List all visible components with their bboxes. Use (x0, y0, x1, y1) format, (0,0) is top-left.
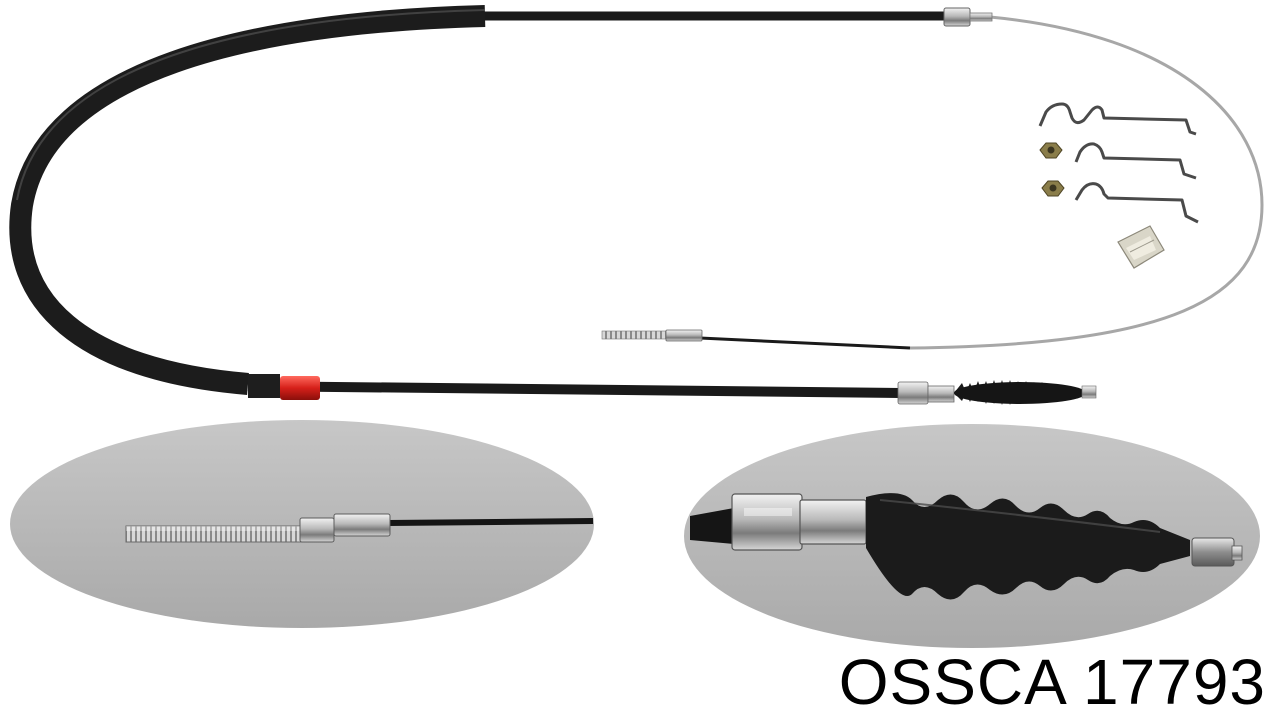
spring-clip-2 (1074, 142, 1197, 180)
crimp-sleeve-2 (333, 513, 391, 537)
inner-wire (909, 15, 1264, 350)
brake-cable (9, 5, 1264, 405)
hardware-kit (1038, 102, 1199, 269)
lower-ferrule (897, 381, 929, 405)
thread-end-detail (10, 420, 594, 628)
nut-2 (1041, 180, 1065, 197)
top-ferrule (943, 7, 971, 27)
boot-end-detail (684, 424, 1260, 648)
product-caption: OSSCA 17793 (838, 646, 1266, 718)
ferrule-large (731, 493, 803, 551)
nut-1 (1039, 142, 1063, 159)
red-sleeve (280, 376, 320, 400)
middle-thread-rod (601, 330, 669, 340)
inner-cable-middle (699, 336, 911, 350)
rubber-boot-large (866, 493, 1190, 600)
cable-sheath-thick (9, 5, 486, 395)
spring-clip-3 (1074, 182, 1199, 224)
plastic-bushing (1117, 225, 1165, 269)
end-nipple (1191, 537, 1235, 567)
crimp-sleeve-1 (299, 517, 335, 543)
spring-clip-1 (1038, 102, 1197, 136)
cable-sheath-lower (247, 381, 901, 398)
rubber-boot (954, 380, 1088, 405)
